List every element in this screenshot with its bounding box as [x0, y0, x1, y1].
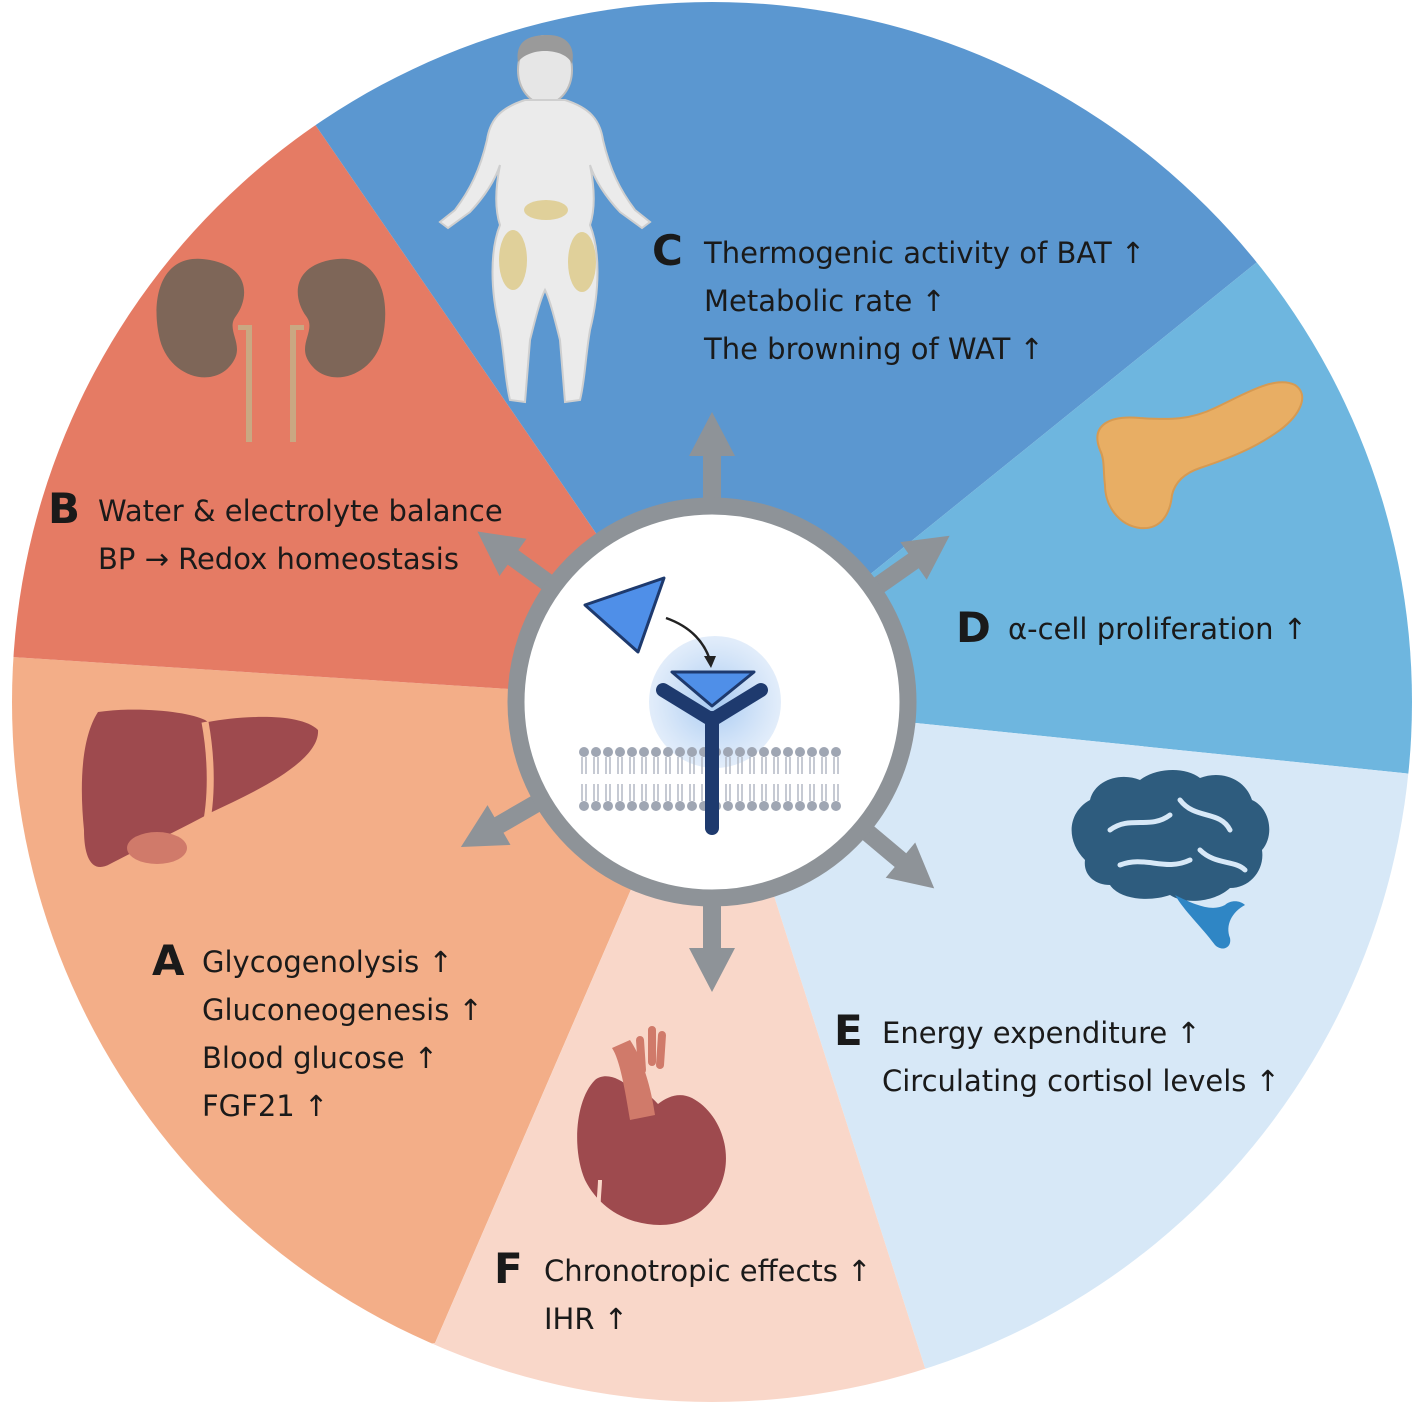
- panel-c-letter: C: [652, 226, 683, 275]
- panel-e-letter: E: [834, 1006, 863, 1055]
- panel-e-line: Energy expenditure ↑: [882, 1016, 1201, 1050]
- panel-a-line: Blood glucose ↑: [202, 1041, 438, 1075]
- panel-e-line: Circulating cortisol levels ↑: [882, 1064, 1280, 1098]
- arrow-to-b: [477, 531, 568, 601]
- liver-icon: [81, 709, 319, 867]
- panel-b-line: Water & electrolyte balance: [98, 494, 503, 528]
- kidneys-icon: [156, 258, 386, 442]
- receptor-binding-icon: [579, 576, 841, 835]
- panel-a-line: Gluconeogenesis ↑: [202, 993, 483, 1027]
- arrow-to-f: [689, 887, 735, 992]
- panel-a-line: Glycogenolysis ↑: [202, 945, 453, 979]
- arrow-to-e: [847, 814, 935, 889]
- panel-f: F Chronotropic effects ↑ IHR ↑: [494, 1244, 871, 1336]
- panel-c-line: Metabolic rate ↑: [704, 284, 946, 318]
- cell-membrane: [579, 747, 841, 811]
- panel-f-line: Chronotropic effects ↑: [544, 1254, 871, 1288]
- panel-c-line: The browning of WAT ↑: [703, 332, 1044, 366]
- arrow-to-d: [858, 535, 950, 604]
- brain-icon: [1071, 769, 1270, 949]
- panel-b: B Water & electrolyte balance BP → Redox h…: [48, 484, 503, 576]
- panel-c-line: Thermogenic activity of BAT ↑: [703, 236, 1145, 270]
- effect-arrows: [460, 412, 950, 992]
- panel-a-line: FGF21 ↑: [202, 1089, 328, 1123]
- panel-a: A Glycogenolysis ↑ Gluconeogenesis ↑ Blood …: [152, 936, 483, 1123]
- panel-d-line: α-cell proliferation ↑: [1008, 612, 1307, 646]
- arrow-to-c: [689, 412, 735, 517]
- panel-b-line: BP → Redox homeostasis: [98, 542, 459, 576]
- sector-f-heart: [12, 702, 1412, 1402]
- panel-a-letter: A: [152, 936, 185, 985]
- arrow-to-a: [460, 786, 557, 847]
- heart-icon: [577, 1026, 726, 1225]
- binding-arrow: [665, 616, 712, 661]
- panel-b-letter: B: [48, 484, 80, 533]
- bound-ligand: [670, 670, 756, 708]
- panel-c: C Thermogenic activity of BAT ↑ Metabolic …: [652, 226, 1145, 366]
- ligand-shape: [583, 576, 666, 654]
- pancreas-icon: [1096, 381, 1304, 530]
- panel-d-letter: D: [956, 603, 991, 652]
- panel-f-line: IHR ↑: [544, 1302, 628, 1336]
- panel-texts: A Glycogenolysis ↑ Gluconeogenesis ↑ Blood …: [48, 226, 1307, 1336]
- panel-f-letter: F: [494, 1244, 523, 1293]
- receptor-hub: [507, 497, 917, 907]
- human-body-icon: [438, 35, 652, 404]
- sector-c-body: [12, 2, 1300, 702]
- panel-e: E Energy expenditure ↑ Circulating cortiso…: [834, 1006, 1280, 1098]
